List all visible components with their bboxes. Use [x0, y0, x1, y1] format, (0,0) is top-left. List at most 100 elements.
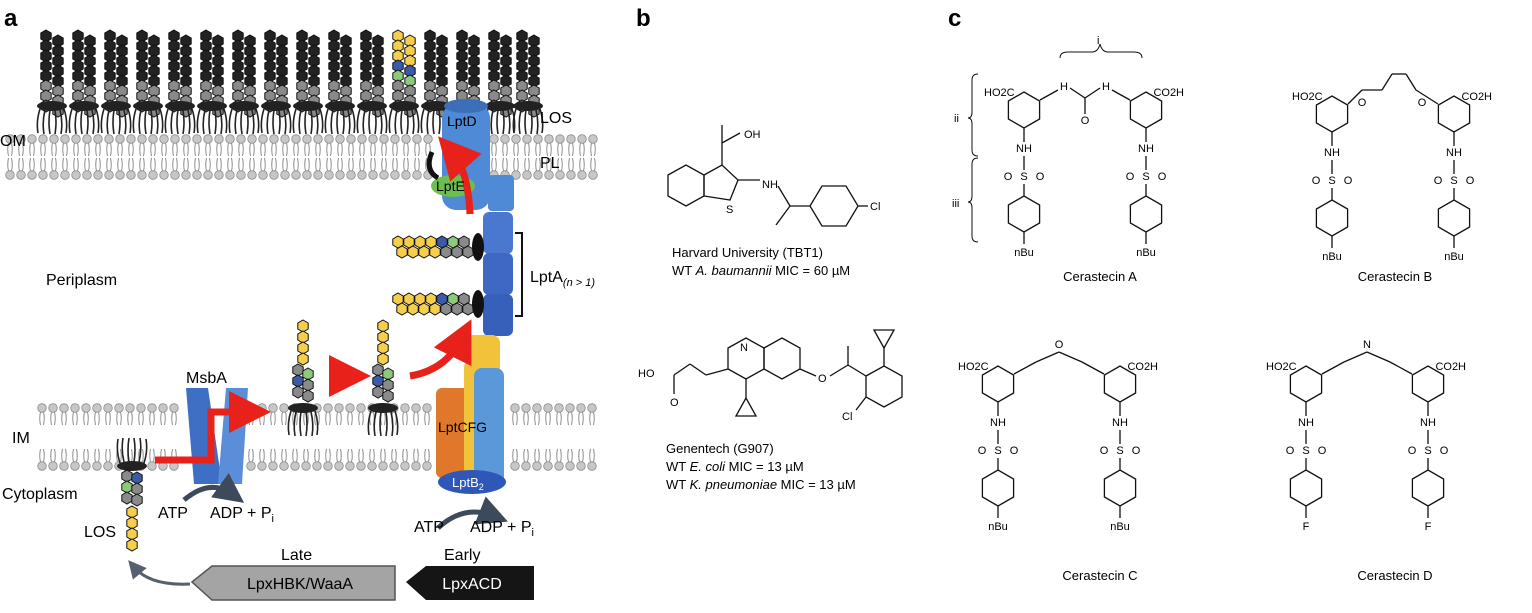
sugar-hexagon — [440, 302, 452, 316]
benzene-ring — [1129, 195, 1163, 233]
phospholipid — [258, 157, 268, 180]
phospholipid — [48, 448, 58, 471]
phospholipid — [522, 157, 532, 180]
atom-label: O — [1408, 445, 1417, 457]
lptg-protein — [474, 368, 504, 484]
sugar-hexagon — [382, 378, 394, 392]
region-ii-label: ii — [954, 113, 959, 125]
phospholipid — [521, 403, 531, 426]
sugar-hexagon — [462, 245, 474, 259]
phospholipid — [170, 157, 180, 180]
atom-label: nBu — [1322, 251, 1342, 263]
lpta-bracket — [515, 232, 523, 317]
benzene-ring — [981, 469, 1015, 507]
bond — [1343, 351, 1368, 363]
phospholipid — [279, 448, 289, 471]
cyclohexane-ring — [667, 164, 705, 207]
phospholipid — [323, 448, 333, 471]
sugar-hexagon — [131, 493, 143, 507]
phospholipid — [82, 157, 92, 180]
phospholipid — [59, 403, 69, 426]
atom-label: H — [1060, 81, 1068, 93]
atom-label: NH — [1016, 143, 1032, 155]
phospholipid — [268, 403, 278, 426]
phospholipid — [521, 448, 531, 471]
phospholipid — [82, 134, 92, 157]
phospholipid — [577, 157, 587, 180]
sugar-hexagon — [429, 245, 441, 259]
phospholipid — [345, 448, 355, 471]
phospholipid — [291, 134, 301, 157]
sugar-hexagon — [126, 505, 138, 519]
phospholipid — [411, 448, 421, 471]
cyclopropyl — [872, 329, 896, 350]
transport-arrows — [128, 136, 508, 586]
lipid-a-tails — [388, 100, 420, 135]
region-i-label: i — [1097, 35, 1099, 47]
sugar-hexagon — [302, 389, 314, 403]
atom-label: nBu — [1110, 521, 1130, 533]
sugar-hexagon — [429, 302, 441, 316]
atom-label: S — [1142, 171, 1149, 183]
bond — [1347, 89, 1363, 105]
chlorophenyl-ring — [865, 365, 903, 408]
phospholipid — [159, 157, 169, 180]
phospholipid — [500, 134, 510, 157]
atom-n: N — [740, 342, 748, 354]
phospholipid — [137, 134, 147, 157]
phospholipid — [411, 403, 421, 426]
cytoplasm-label: Cytoplasm — [2, 486, 78, 503]
phospholipid — [367, 448, 377, 471]
phospholipid — [148, 134, 158, 157]
phospholipid — [148, 157, 158, 180]
phospholipid — [544, 134, 554, 157]
phospholipid — [49, 157, 59, 180]
atom-label: F — [1303, 521, 1310, 533]
atom-label: NH — [1446, 147, 1462, 159]
synthesis-return-arrow — [128, 560, 191, 586]
atom-label: S — [994, 445, 1001, 457]
phospholipid — [489, 134, 499, 157]
sugar-hexagon — [297, 352, 309, 366]
phospholipid — [576, 448, 586, 471]
tbt1-mic: WT A. baumannii MIC = 60 µM — [672, 263, 850, 278]
los-label-bottom: LOS — [84, 524, 116, 541]
phospholipid — [93, 134, 103, 157]
atom-label: O — [1158, 171, 1167, 183]
phospholipid — [181, 134, 191, 157]
atom-s: S — [726, 204, 733, 216]
cerastecin-c-name: Cerastecin C — [1062, 568, 1137, 583]
phospholipid — [379, 157, 389, 180]
atom-nh: NH — [762, 179, 778, 191]
atom-label: S — [1020, 171, 1027, 183]
lipid-a-tails — [100, 100, 132, 135]
phospholipid — [587, 448, 597, 471]
lpxhbk-label: LpxHBK/WaaA — [247, 576, 353, 593]
phospholipid — [49, 134, 59, 157]
atom-label: S — [1302, 445, 1309, 457]
phospholipid — [511, 134, 521, 157]
phospholipid — [236, 134, 246, 157]
atom-label: NH — [1112, 417, 1128, 429]
sugar-hexagon — [418, 302, 430, 316]
phospholipid — [576, 403, 586, 426]
g907-atoms: HO O N O Cl — [638, 342, 852, 423]
phospholipid — [147, 403, 157, 426]
phospholipid — [125, 403, 135, 426]
cerastecin-a-name: Cerastecin A — [1063, 269, 1137, 284]
atom-cl: Cl — [842, 411, 852, 423]
lpta-segment — [483, 212, 513, 254]
sugar-hexagon — [302, 378, 314, 392]
atom-label: HO2C — [1292, 91, 1323, 103]
phospholipid — [565, 403, 575, 426]
phospholipid — [566, 157, 576, 180]
phospholipid — [323, 403, 333, 426]
sugar-hexagon — [440, 245, 452, 259]
phospholipid — [257, 448, 267, 471]
bond — [1084, 87, 1101, 99]
sugar-hexagon — [462, 302, 474, 316]
atom-label: nBu — [1014, 247, 1034, 259]
phospholipid — [70, 448, 80, 471]
msba-flip-arrow — [155, 391, 271, 464]
